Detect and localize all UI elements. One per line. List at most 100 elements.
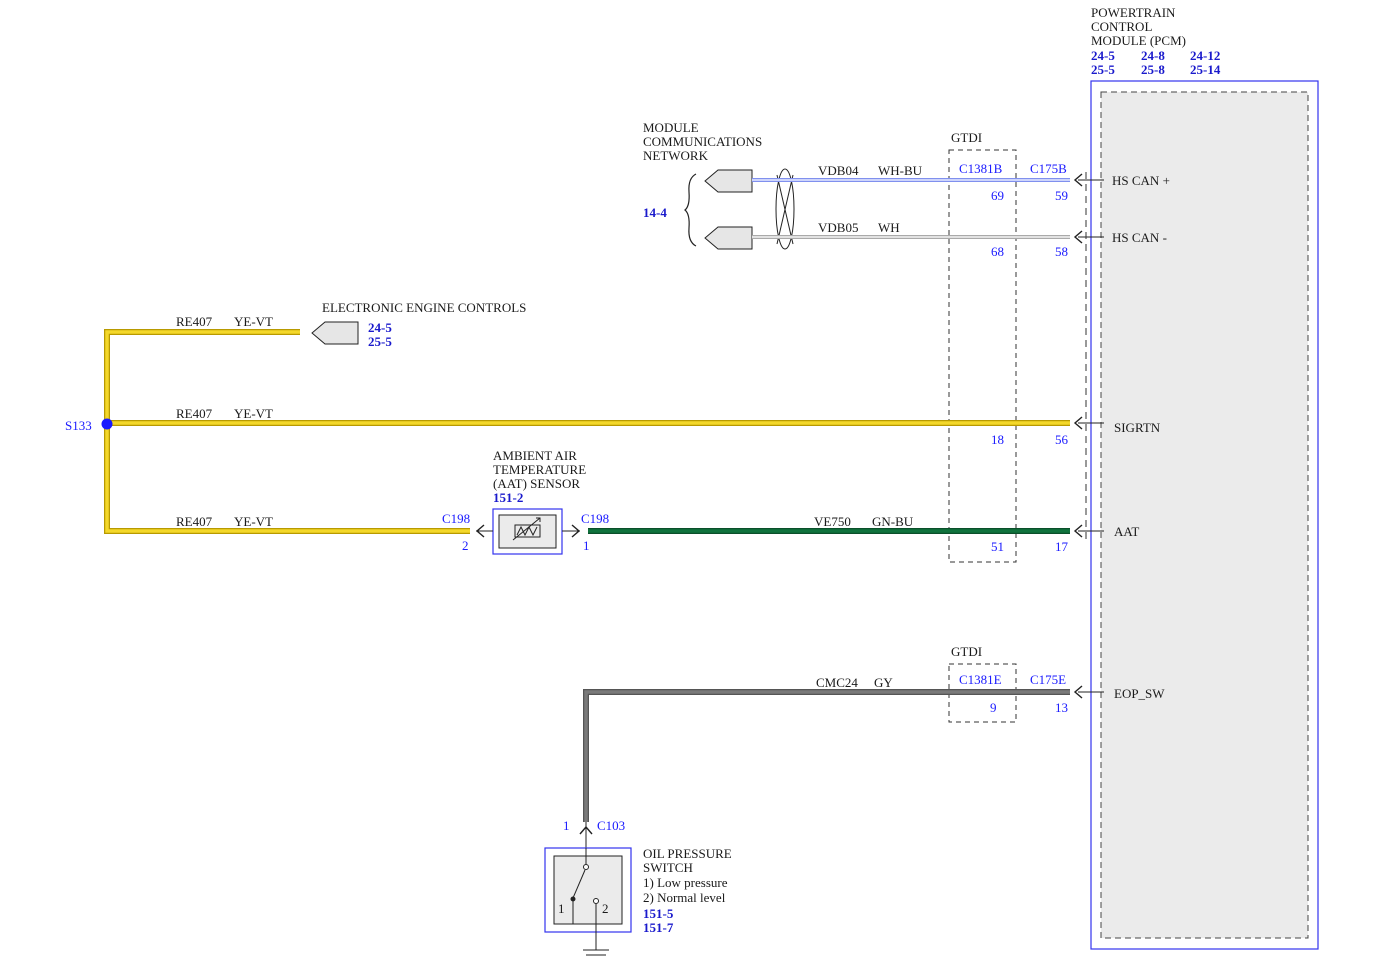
- connector-c103[interactable]: C103: [597, 818, 625, 833]
- pcm-title-line-3: MODULE (PCM): [1091, 33, 1186, 48]
- pcm-title-line-1: POWERTRAIN: [1091, 5, 1176, 20]
- pcm-module: POWERTRAIN CONTROL MODULE (PCM) 24-5 24-…: [1078, 5, 1319, 950]
- wire-ve750: [476, 524, 1083, 538]
- gtdi-top-label: GTDI: [951, 130, 982, 145]
- wire-re407: [104, 329, 1083, 538]
- pcm-pin-sigrtn: SIGRTN: [1114, 420, 1161, 435]
- eec-connector-shape: [311, 321, 359, 345]
- connector-c198-left[interactable]: C198: [442, 511, 470, 526]
- gtdi-bottom-label: GTDI: [951, 644, 982, 659]
- wire-vdb05-pin-a: 68: [991, 244, 1004, 259]
- wire-vdb04: VDB04 WH-BU 69 59: [752, 163, 1083, 203]
- pcm-title-line-2: CONTROL: [1091, 19, 1152, 34]
- oil-switch-pin-left: 1: [558, 901, 565, 916]
- mcn-connector-shape: [704, 226, 753, 250]
- wire-re407-mid-color: YE-VT: [234, 406, 273, 421]
- twisted-pair-cross: [776, 174, 794, 245]
- thermistor-icon: [512, 517, 541, 541]
- wire-re407-mid-circuit: RE407: [176, 406, 213, 421]
- oil-switch-note-1: 1) Low pressure: [643, 875, 728, 890]
- aat-title-line-1: AMBIENT AIR: [493, 448, 577, 463]
- aat-title-line-2: TEMPERATURE: [493, 462, 586, 477]
- wire-vdb05-circuit: VDB05: [818, 220, 858, 235]
- splice-s133-label: S133: [65, 418, 92, 433]
- pcm-ref-link[interactable]: 24-5: [1091, 48, 1115, 63]
- wire-vdb05-color: WH: [878, 220, 900, 235]
- mcn-title-line-2: COMMUNICATIONS: [643, 134, 762, 149]
- pcm-pin-aat: AAT: [1114, 524, 1139, 539]
- twisted-pair-icon: [775, 168, 795, 250]
- oil-pressure-switch: 1 C103 1 2 OIL PRESSURE SWITCH 1) Low pr…: [544, 818, 732, 956]
- oil-switch-note-2: 2) Normal level: [643, 890, 726, 905]
- mcn-title-line-1: MODULE: [643, 120, 699, 135]
- wire-vdb04-color: WH-BU: [878, 163, 923, 178]
- pin-arrow-icon: [1073, 230, 1083, 244]
- pcm-ref-link[interactable]: 24-8: [1141, 48, 1165, 63]
- eec-ref-link[interactable]: 24-5: [368, 320, 392, 335]
- pin-arrow-icon: [1073, 173, 1083, 187]
- wire-vdb04-pin-b: 59: [1055, 188, 1068, 203]
- oil-switch-pin-right: 2: [602, 901, 609, 916]
- switch-contact-icon: [570, 848, 609, 956]
- pcm-ref-link[interactable]: 25-8: [1141, 62, 1165, 77]
- wire-cmc24-pin-b: 13: [1055, 700, 1068, 715]
- wire-vdb05: VDB05 WH 68 58: [752, 220, 1083, 259]
- wire-re407-bot-color: YE-VT: [234, 514, 273, 529]
- wire-cmc24-circuit: CMC24: [816, 675, 858, 690]
- wire-ve750-color: GN-BU: [872, 514, 914, 529]
- pcm-inner-box: [1100, 91, 1309, 939]
- connector-c175b[interactable]: C175B: [1030, 161, 1067, 176]
- pcm-pin-eop-sw: EOP_SW: [1114, 686, 1165, 701]
- oil-switch-title-line-1: OIL PRESSURE: [643, 846, 732, 861]
- gtdi-bottom: GTDI C1381E C175E: [948, 644, 1066, 723]
- pcm-ref-link[interactable]: 25-5: [1091, 62, 1115, 77]
- oil-switch-connector-pin: 1: [563, 818, 570, 833]
- wire-ve750-circuit: VE750: [814, 514, 851, 529]
- pin-arrow-icon: [1073, 416, 1083, 430]
- wire-ve750-pin-left: 1: [583, 538, 590, 553]
- gtdi-top-box: [948, 149, 1017, 563]
- wire-re407-mid-pin-b: 56: [1055, 432, 1069, 447]
- pin-arrow-icon: [1073, 524, 1083, 538]
- pcm-pin-hs-can-plus: HS CAN +: [1112, 173, 1170, 188]
- wire-re407-top-circuit: RE407: [176, 314, 213, 329]
- wire-ve750-pin-b: 17: [1055, 539, 1069, 554]
- oil-switch-title-line-2: SWITCH: [643, 860, 693, 875]
- mcn-title-line-3: NETWORK: [643, 148, 709, 163]
- wire-vdb04-circuit: VDB04: [818, 163, 859, 178]
- wire-re407-mid-pin-a: 18: [991, 432, 1004, 447]
- splice-s133-dot[interactable]: [101, 418, 113, 430]
- eec-title: ELECTRONIC ENGINE CONTROLS: [322, 300, 526, 315]
- mcn-connector-shape: [704, 169, 753, 193]
- wire-re407-bot-circuit: RE407: [176, 514, 213, 529]
- wire-cmc24-color: GY: [874, 675, 893, 690]
- gtdi-top: GTDI C1381B C175B: [948, 130, 1067, 563]
- pcm-pin-stubs: [1078, 179, 1104, 693]
- wire-vdb05-pin-b: 58: [1055, 244, 1068, 259]
- pin-arrow-icon: [1073, 685, 1083, 699]
- eec-ref-link[interactable]: 25-5: [368, 334, 392, 349]
- oil-switch-ref-link[interactable]: 151-7: [643, 920, 674, 935]
- wire-vdb04-pin-a: 69: [991, 188, 1004, 203]
- connector-c198-right[interactable]: C198: [581, 511, 609, 526]
- aat-ref-link[interactable]: 151-2: [493, 490, 523, 505]
- wire-re407-bot-pin: 2: [462, 538, 469, 553]
- aat-sensor: AMBIENT AIR TEMPERATURE (AAT) SENSOR 151…: [492, 448, 586, 555]
- wire-cmc24: [579, 685, 1083, 848]
- connector-c1381e[interactable]: C1381E: [959, 672, 1002, 687]
- pcm-ref-link[interactable]: 25-14: [1190, 62, 1221, 77]
- oil-switch-ref-link[interactable]: 151-5: [643, 906, 674, 921]
- connector-c175e[interactable]: C175E: [1030, 672, 1066, 687]
- aat-title-line-3: (AAT) SENSOR: [493, 476, 580, 491]
- mcn-ref-link[interactable]: 14-4: [643, 205, 667, 220]
- aat-sensor-inner-box: [498, 514, 557, 549]
- pcm-ref-link[interactable]: 24-12: [1190, 48, 1220, 63]
- connector-c1381b[interactable]: C1381B: [959, 161, 1003, 176]
- wire-re407-top-color: YE-VT: [234, 314, 273, 329]
- wire-ve750-pin-a: 51: [991, 539, 1004, 554]
- wire-cmc24-pin-a: 9: [990, 700, 997, 715]
- mcn-brace: [684, 173, 697, 247]
- electronic-engine-controls: ELECTRONIC ENGINE CONTROLS 24-5 25-5: [311, 300, 526, 349]
- module-communications-network: MODULE COMMUNICATIONS NETWORK 14-4: [643, 120, 795, 250]
